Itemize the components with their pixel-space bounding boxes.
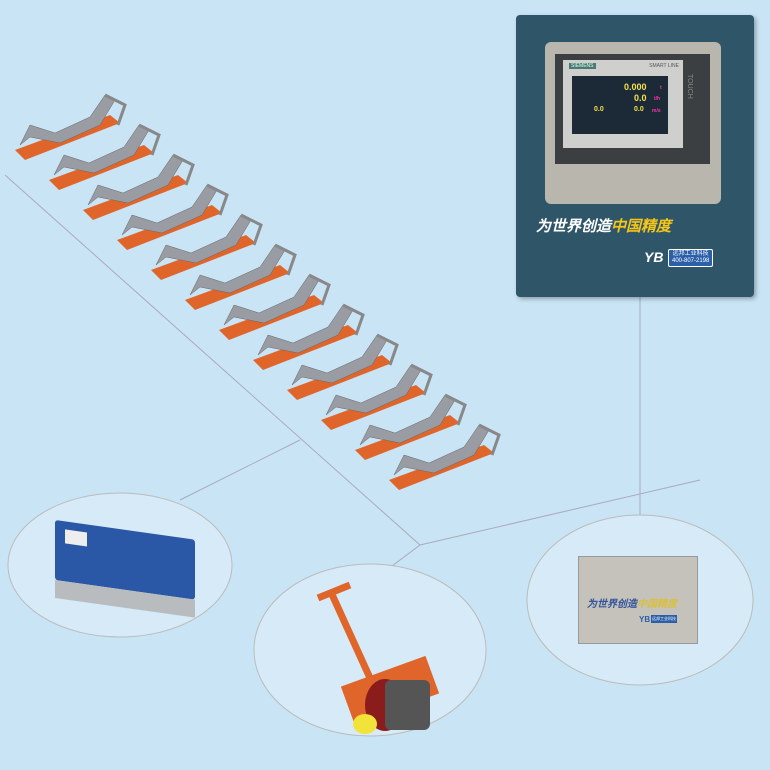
idler-frame	[151, 213, 263, 280]
idler-arm	[376, 333, 399, 366]
total-value: 0.000	[624, 82, 647, 92]
idler-rollers	[19, 94, 116, 146]
load-value: 0.0	[594, 106, 604, 113]
idler-frame	[83, 153, 195, 220]
display-bezel: SIEMENS SMART LINE 0.000 t 0.0 t/h 0.0 0…	[545, 42, 721, 204]
idler-frame	[219, 273, 331, 340]
slogan-part-1: 为世界创造	[536, 218, 612, 235]
guide-line	[419, 479, 701, 546]
idler-frame	[253, 303, 365, 370]
idler-arm	[410, 363, 433, 396]
idler-arm	[240, 213, 263, 246]
idler-arm	[308, 273, 331, 306]
junction-box: 为世界创造中国精度 YB 远邦工业科技	[578, 556, 698, 644]
hmi-screen[interactable]: 0.000 t 0.0 t/h 0.0 0.0 m/s	[572, 76, 668, 134]
touch-panel[interactable]: SIEMENS SMART LINE 0.000 t 0.0 t/h 0.0 0…	[563, 60, 683, 148]
box-slogan-part-2: 中国精度	[637, 599, 677, 610]
slogan: 为世界创造中国精度	[536, 215, 671, 236]
total-unit: t	[660, 85, 662, 91]
idler-arm	[172, 153, 195, 186]
idler-arm	[206, 183, 229, 216]
speed-unit: m/s	[652, 108, 661, 114]
idler-arm	[274, 243, 297, 276]
box-slogan: 为世界创造中国精度	[587, 595, 677, 610]
idler-frame	[389, 423, 501, 490]
yb-logo: YB	[644, 249, 664, 265]
guide-line	[179, 439, 301, 501]
box-slogan-part-1: 为世界创造	[587, 599, 637, 610]
flow-unit: t/h	[654, 96, 661, 102]
box-yb-logo: YB	[639, 615, 651, 624]
idler-row	[15, 93, 501, 490]
company-name: 远邦工业科技	[672, 251, 709, 257]
idler-arm	[104, 93, 127, 126]
idler-frame	[321, 363, 433, 430]
display-panel: SIEMENS SMART LINE 0.000 t 0.0 t/h 0.0 0…	[555, 54, 710, 164]
idler-arm	[444, 393, 467, 426]
speed-value: 0.0	[634, 106, 644, 113]
flow-value: 0.0	[634, 93, 647, 103]
slogan-part-2: 中国精度	[611, 218, 672, 235]
speed-sensor	[316, 581, 440, 734]
weighing-controller-cabinet: SIEMENS SMART LINE 0.000 t 0.0 t/h 0.0 0…	[516, 15, 754, 297]
idler-arm	[342, 303, 365, 336]
idler-arm	[478, 423, 501, 456]
box-company-tag: 远邦工业科技	[651, 615, 677, 623]
company-phone: 400-807-2198	[672, 258, 710, 264]
guide-line	[4, 174, 421, 546]
idler-frame	[15, 93, 127, 160]
idler-frame	[355, 393, 467, 460]
idler-frame	[287, 333, 399, 400]
idler-frame	[117, 183, 229, 250]
idler-frame	[185, 243, 297, 310]
brand-label: SIEMENS	[569, 63, 596, 69]
model-label: SMART LINE	[649, 63, 679, 69]
load-cell	[55, 520, 195, 618]
idler-frame	[49, 123, 161, 190]
idler-arm	[138, 123, 161, 156]
touch-label: TOUCH	[686, 74, 693, 99]
